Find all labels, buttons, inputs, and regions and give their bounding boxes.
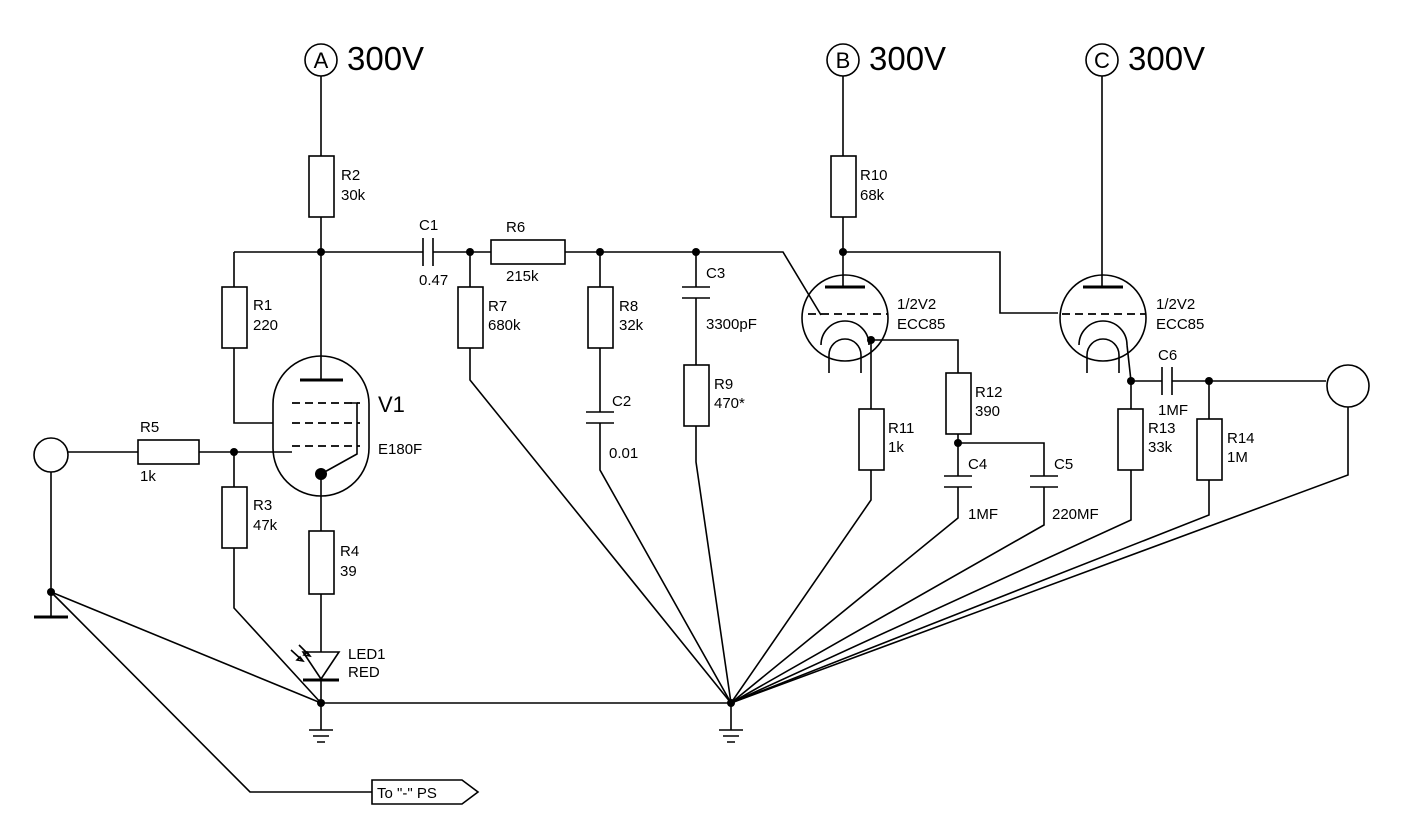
r4-ref: R4 [340,543,359,560]
r3-ref: R3 [253,497,272,514]
r1-ref: R1 [253,297,272,314]
v2b-ref: 1/2V2 [1156,296,1195,313]
r10-value: 68k [860,187,885,204]
supply-a-letter: A [314,48,329,73]
resistor-r10: R10 68k [830,155,888,218]
r5-ref: R5 [140,419,159,436]
capacitor-c2: C2 0.01 [586,393,638,462]
r1-value: 220 [253,317,278,334]
r11-ref: R11 [888,420,914,437]
led1: LED1 RED [290,644,386,682]
c1-ref: C1 [419,217,438,234]
r4-value: 39 [340,563,357,580]
r14-ref: R14 [1227,430,1255,447]
ps-tag: To "-" PS [371,779,480,805]
c3-value: 3300pF [706,316,757,333]
resistor-r11: R11 1k [858,408,914,471]
resistor-r7: R7 680k [457,286,521,349]
c6-ref: C6 [1158,347,1177,364]
tube-v1: V1 E180F [272,355,422,497]
r12-value: 390 [975,403,1000,420]
resistor-r4: R4 39 [308,530,359,595]
led1-ref: LED1 [348,646,386,663]
r6-ref: R6 [506,219,525,236]
resistor-r6: R6 215k [490,219,566,285]
supply-c: C 300V [1085,40,1205,77]
supply-b-letter: B [836,48,851,73]
led1-color: RED [348,664,380,681]
r10-ref: R10 [860,167,888,184]
capacitor-c5: C5 220MF [1030,456,1099,523]
capacitor-c3: C3 3300pF [682,265,757,333]
c3-ref: C3 [706,265,725,282]
tube-v2b: 1/2V2 ECC85 [1059,274,1204,373]
r2-ref: R2 [341,167,360,184]
resistor-r14: R14 1M [1196,418,1255,481]
capacitor-c6: C6 1MF [1158,347,1188,419]
r6-value: 215k [506,268,539,285]
ground-symbol-left [309,729,333,743]
supply-b: B 300V [826,40,946,77]
resistor-r1: R1 220 [221,286,278,349]
resistor-r9: R9 470* [683,364,745,427]
supply-a-voltage: 300V [347,40,424,77]
c2-ref: C2 [612,393,631,410]
resistor-r3: R3 47k [221,486,278,549]
resistor-r13: R13 33k [1117,408,1176,471]
tube-v2a: 1/2V2 ECC85 [801,274,945,373]
c4-value: 1MF [968,506,998,523]
resistor-r5: R5 1k [137,419,200,485]
r8-value: 32k [619,317,644,334]
capacitor-c1: C1 0.47 [419,217,448,289]
v2b-type: ECC85 [1156,316,1204,333]
input-jack [33,437,69,473]
r7-ref: R7 [488,298,507,315]
supply-b-voltage: 300V [869,40,946,77]
r3-value: 47k [253,517,278,534]
r9-value: 470* [714,395,745,412]
c5-value: 220MF [1052,506,1099,523]
r2-value: 30k [341,187,366,204]
resistor-r2: R2 30k [308,155,366,218]
r14-value: 1M [1227,449,1248,466]
r8-ref: R8 [619,298,638,315]
r11-value: 1k [888,439,904,456]
c6-value: 1MF [1158,402,1188,419]
v2a-type: ECC85 [897,316,945,333]
v1-ref: V1 [378,392,405,417]
resistor-r8: R8 32k [587,286,644,349]
capacitor-c4: C4 1MF [944,456,998,523]
resistor-r12: R12 390 [945,372,1003,435]
r5-value: 1k [140,468,156,485]
r12-ref: R12 [975,384,1003,401]
supply-a: A 300V [304,40,424,77]
c1-value: 0.47 [419,272,448,289]
r13-ref: R13 [1148,420,1176,437]
supply-c-letter: C [1094,48,1110,73]
r13-value: 33k [1148,439,1173,456]
v2a-ref: 1/2V2 [897,296,936,313]
c4-ref: C4 [968,456,987,473]
ps-tag-label: To "-" PS [377,785,437,802]
output-jack [1326,364,1370,408]
r9-ref: R9 [714,376,733,393]
c5-ref: C5 [1054,456,1073,473]
supply-c-voltage: 300V [1128,40,1205,77]
c2-value: 0.01 [609,445,638,462]
r7-value: 680k [488,317,521,334]
v1-type: E180F [378,441,422,458]
ground-symbol-center [719,729,743,743]
